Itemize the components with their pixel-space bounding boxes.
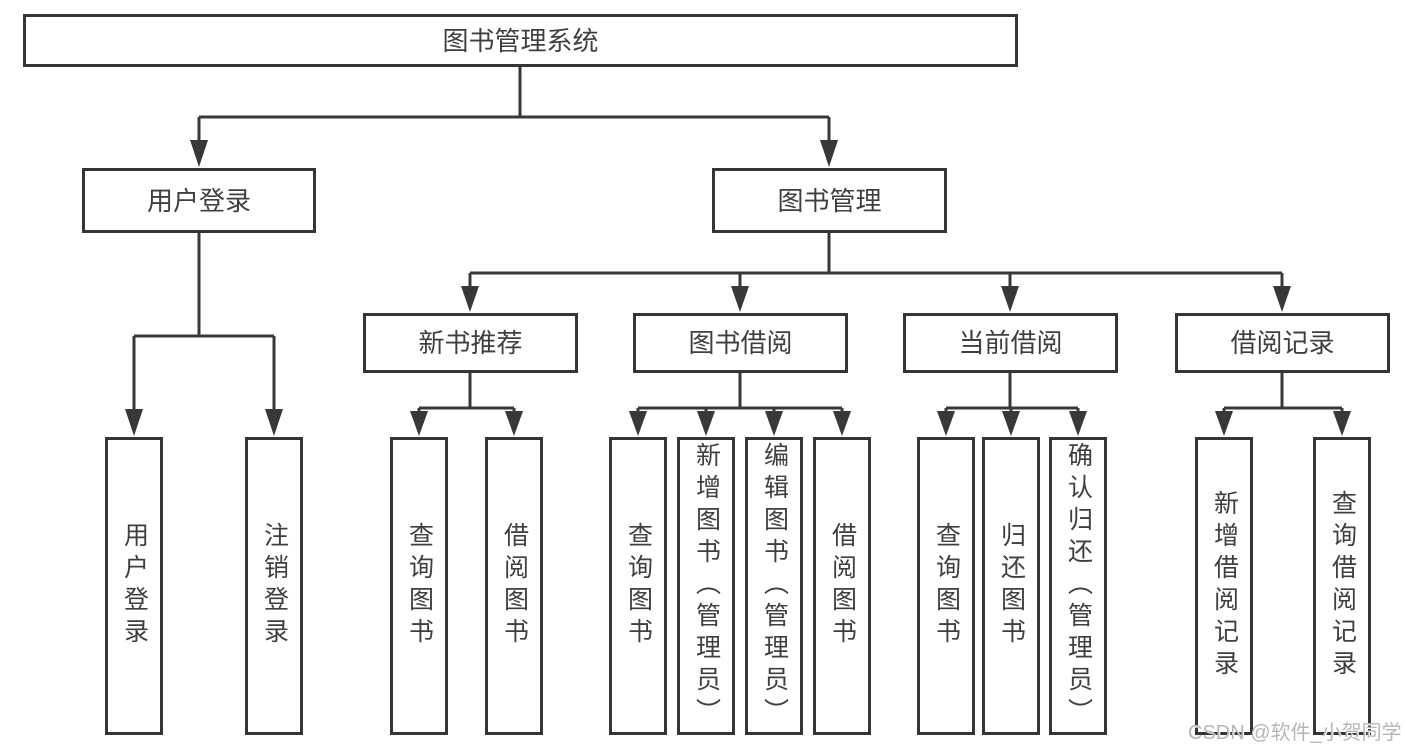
csdn-watermark: CSDN @软件_小贺同学 [1188,722,1402,744]
node-leaf-user-login: 用户登录 [105,437,163,735]
node-leaf-add-book-admin: 新增图书（管理员） [677,437,735,735]
node-leaf-query-books-recommend: 查询图书 [390,437,448,735]
node-current-borrowing: 当前借阅 [903,313,1118,373]
node-leaf-borrow-books-borrowing: 借阅图书 [813,437,871,735]
node-leaf-confirm-return-admin: 确认归还（管理员） [1049,437,1107,735]
node-leaf-edit-book-admin: 编辑图书（管理员） [745,437,803,735]
node-leaf-query-books-borrowing: 查询图书 [609,437,667,735]
node-new-book-recommend: 新书推荐 [363,313,578,373]
node-leaf-query-books-current: 查询图书 [917,437,975,735]
node-root-library-system: 图书管理系统 [23,14,1018,67]
node-user-login-module: 用户登录 [82,168,316,233]
node-leaf-return-book: 归还图书 [982,437,1040,735]
node-leaf-logout: 注销登录 [245,437,303,735]
node-leaf-add-borrow-record: 新增借阅记录 [1195,437,1253,735]
node-leaf-query-borrow-record: 查询借阅记录 [1313,437,1371,735]
node-borrowing-records: 借阅记录 [1175,313,1390,373]
node-book-borrowing: 图书借阅 [633,313,848,373]
node-book-management-module: 图书管理 [712,168,947,233]
node-leaf-borrow-books-recommend: 借阅图书 [485,437,543,735]
